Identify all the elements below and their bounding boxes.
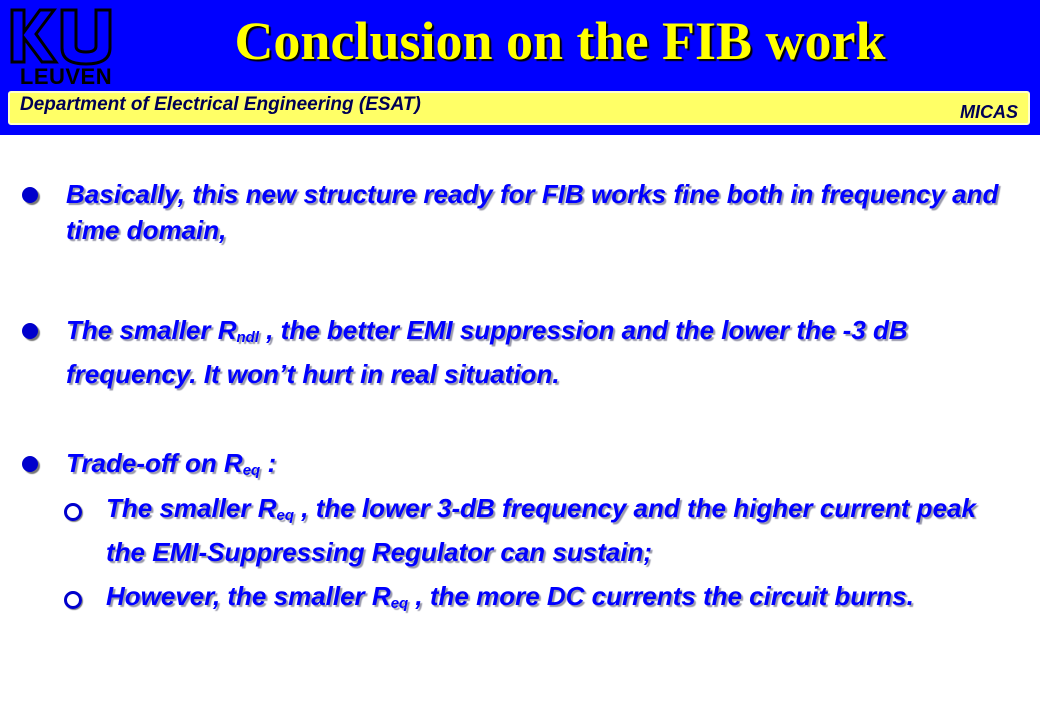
bullet-item: Basically, this new structure ready for …: [66, 176, 1016, 248]
header-banner: LEUVEN Conclusion on the FIB work Depart…: [0, 0, 1040, 135]
slide-title: Conclusion on the FIB work: [234, 11, 886, 71]
bullet-dot-icon: [22, 456, 38, 472]
bullet-text-start: Trade-off on R: [66, 448, 243, 478]
subscript: ndl: [236, 329, 260, 346]
bullet-text-start: However, the smaller R: [106, 581, 391, 611]
subscript: eq: [242, 462, 261, 479]
bullet-text-end: :: [260, 448, 277, 478]
logo-text: LEUVEN: [19, 64, 113, 89]
bullet-item: The smaller Rndl , the better EMI suppre…: [66, 312, 1016, 392]
bullet-text-end: , the lower 3-dB frequency and the highe…: [106, 493, 976, 567]
sub-bullet-item: The smaller Req , the lower 3-dB frequen…: [106, 490, 1016, 570]
bullet-text: Basically, this new structure ready for …: [66, 179, 999, 245]
sub-bullet-item: However, the smaller Req , the more DC c…: [106, 578, 1016, 622]
bullet-ring-icon: [64, 503, 82, 521]
department-name: Department of Electrical Engineering (ES…: [20, 94, 421, 115]
bullet-dot-icon: [22, 323, 38, 339]
subscript: eq: [390, 595, 409, 612]
bullet-text-start: The smaller R: [66, 315, 237, 345]
group-name: MICAS: [960, 102, 1018, 122]
department-bar: Department of Electrical Engineering (ES…: [8, 91, 1030, 125]
subscript: eq: [276, 507, 295, 524]
ku-logo-mark: [10, 8, 112, 66]
bullet-dot-icon: [22, 187, 38, 203]
bullet-text-end: , the more DC currents the circuit burns…: [408, 581, 914, 611]
ku-leuven-logo: LEUVEN: [6, 6, 120, 89]
bullet-item: Trade-off on Req :: [66, 445, 1016, 489]
bullet-text-start: The smaller R: [106, 493, 277, 523]
bullet-ring-icon: [64, 591, 82, 609]
bullet-text-end: , the better EMI suppression and the low…: [66, 315, 908, 389]
